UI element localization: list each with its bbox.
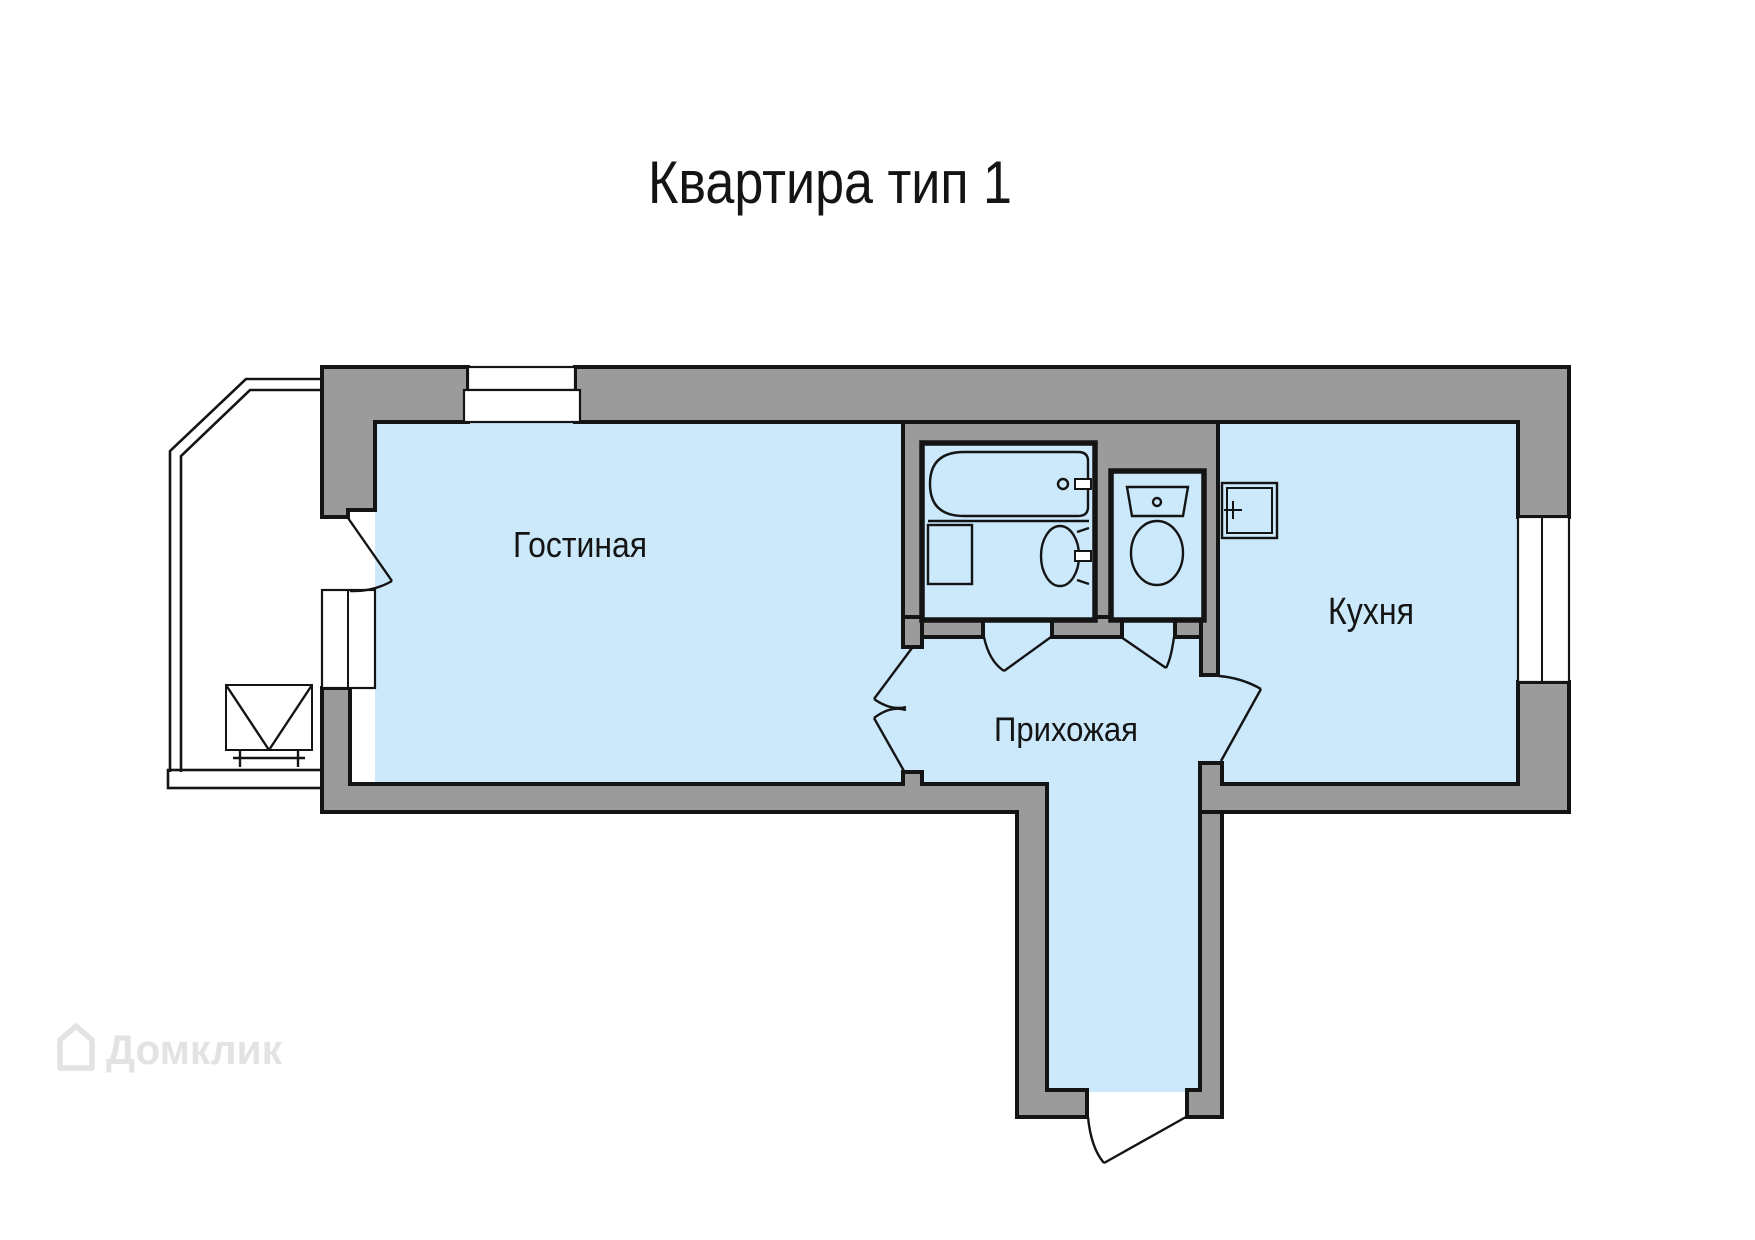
bathtub-icon: [928, 450, 1090, 518]
living-window-outer: [466, 365, 577, 392]
living-doorway-floor: [903, 647, 922, 772]
kitchen-window: [1516, 515, 1571, 684]
bathroom-box: [919, 440, 1098, 623]
kitchen-sink-icon: [1220, 481, 1279, 540]
living-door-swing-top: [873, 698, 907, 710]
entrance-door: [1086, 1115, 1187, 1165]
bathroom-door-leaf: [1003, 636, 1052, 672]
bathtub-faucet-icon: [1074, 478, 1092, 490]
wall-bottom-and-corridor-left: [320, 686, 1089, 1119]
shower-tray-icon: [926, 523, 974, 586]
balcony-furniture-icon: [224, 684, 314, 767]
hallway-label: Прихожая: [994, 711, 1138, 749]
balcony-outline-inner: [179, 388, 322, 772]
toilet-icon: [1125, 485, 1190, 587]
living-room-label: Гостиная: [513, 524, 647, 565]
kitchen-doorway-floor: [1201, 675, 1218, 762]
corridor-floor: [1047, 784, 1200, 1092]
balcony-furniture-body: [225, 684, 313, 751]
balcony-parapet-bottom: [166, 768, 324, 790]
living-room-floor: [375, 422, 903, 784]
wall-corridor-right: [1185, 810, 1224, 1119]
balcony-door: [347, 517, 393, 593]
jamb-living-door-top: [901, 615, 924, 649]
windows: [320, 365, 1571, 690]
wc-box: [1108, 468, 1207, 623]
kitchen-sink-outer: [1220, 481, 1279, 540]
balcony: [168, 377, 322, 772]
kitchen-door-swing: [1218, 674, 1262, 691]
entrance-door-swing: [1086, 1116, 1105, 1164]
hallway-floor: [922, 617, 1218, 784]
bathroom-door-swing: [982, 636, 1005, 672]
balcony-door-swing: [349, 579, 393, 593]
bathtub-drain-icon: [1056, 477, 1070, 491]
wc-door-swing: [1164, 636, 1176, 669]
balcony-outline-outer: [168, 377, 322, 772]
watermark-text: Домклик: [106, 1026, 283, 1073]
washbasin-faucet-icon: [1074, 550, 1092, 562]
toilet-bowl: [1129, 519, 1185, 587]
wc: [1108, 468, 1207, 623]
living-door-leaf-bottom: [872, 717, 906, 772]
bathroom: [919, 440, 1098, 623]
kitchen-label: Кухня: [1328, 591, 1414, 633]
doors: [347, 517, 1263, 1165]
watermark-house-icon: [57, 1023, 95, 1071]
balcony-door-leaf: [347, 517, 393, 582]
living-room-double-door: [872, 647, 913, 772]
toilet-tank: [1125, 485, 1190, 518]
wc-door-leaf: [1120, 636, 1167, 669]
kitchen-door: [1218, 674, 1263, 762]
balcony-furniture-base: [233, 750, 305, 767]
kitchen-door-leaf: [1219, 688, 1263, 762]
wc-door: [1120, 636, 1176, 669]
wall-right-lower-and-kitchen-bottom: [1198, 680, 1571, 814]
balcony-furniture-diagonals: [224, 684, 314, 751]
toilet-button: [1151, 496, 1163, 508]
washbasin-icon: [1039, 524, 1092, 588]
plan-title: Квартира тип 1: [648, 149, 1012, 216]
kitchen-sink-faucet-cross: [1224, 501, 1242, 519]
bathroom-door: [982, 636, 1052, 672]
living-window-inner: [462, 388, 582, 424]
washbasin-back: [1076, 526, 1090, 586]
living-door-swing-bottom: [873, 707, 907, 719]
living-door-leaf-top: [873, 647, 913, 700]
watermark: Домклик: [57, 1023, 283, 1073]
entrance-door-leaf: [1103, 1115, 1187, 1165]
